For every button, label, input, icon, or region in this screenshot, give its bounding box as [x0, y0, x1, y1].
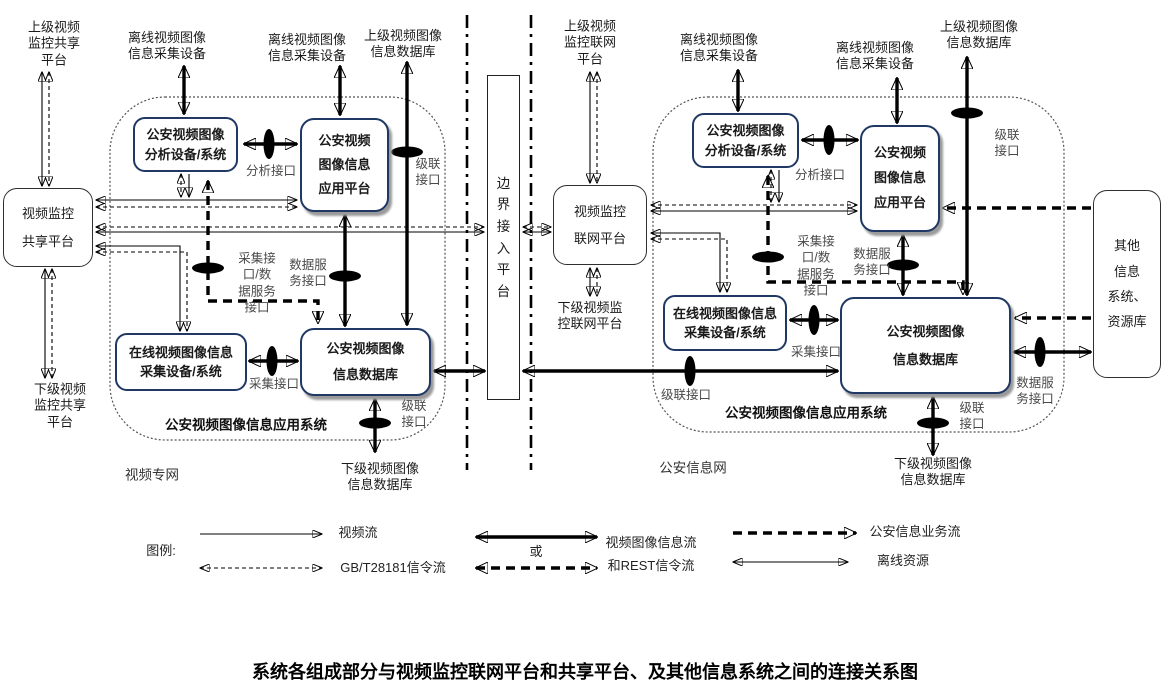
label-middle-cascade-interface: 级联接口 — [660, 387, 712, 402]
label-right-collect-interface: 采集接口 — [790, 344, 842, 359]
legend-lines — [200, 533, 856, 568]
label-left-superior-database: 上级视频图像 信息数据库 — [363, 27, 443, 59]
label-right-collect-data-interface: 采集接 口/数 据服务 接口 — [797, 234, 835, 298]
label-right-subordinate-database: 下级视频图像 信息数据库 — [893, 455, 973, 487]
box-left-image-database: 公安视频图像 信息数据库 — [300, 328, 431, 396]
box-other-information-systems: 其他 信息 系统、 资源库 — [1093, 190, 1161, 378]
label-superior-network-platform: 上级视频 监控联网 平台 — [563, 18, 617, 67]
box-boundary-access-platform: 边 界 接 入 平 台 — [487, 75, 520, 400]
box-right-analysis-system: 公安视频图像 分析设备/系统 — [692, 113, 799, 168]
box-video-share-platform: 视频监控 共享平台 — [3, 188, 93, 267]
label-video-private-network: 视频专网 — [125, 467, 179, 483]
legend-info-stream-line2: 和REST信令流 — [607, 557, 695, 573]
box-left-application-platform: 公安视频 图像信息 应用平台 — [300, 118, 389, 212]
box-left-analysis-system: 公安视频图像 分析设备/系统 — [133, 117, 238, 172]
label-left-application-system: 公安视频图像信息应用系统 — [165, 417, 327, 433]
legend-video-stream: 视频流 — [338, 524, 378, 540]
diagram-caption: 系统各组成部分与视频监控联网平台和共享平台、及其他信息系统之间的连接关系图 — [252, 662, 918, 682]
label-left-cascade-interface-bottom: 级联 接口 — [401, 398, 427, 429]
label-subordinate-share-platform: 下级视频 监控共享 平台 — [33, 381, 87, 430]
box-video-network-platform: 视频监控 联网平台 — [553, 185, 647, 265]
legend-police-business-stream: 公安信息业务流 — [869, 523, 961, 539]
label-right-offline-device-1: 离线视频图像 信息采集设备 — [679, 31, 759, 63]
system-containers — [109, 96, 1065, 441]
boundary-lines — [465, 15, 838, 470]
legend-info-stream-line1: 视频图像信息流 — [605, 534, 697, 550]
label-subordinate-network-platform: 下级视频监 控联网平台 — [557, 299, 623, 331]
legend-offline-resource: 离线资源 — [876, 552, 930, 568]
label-left-analysis-interface: 分析接口 — [245, 163, 297, 178]
label-right-data-service-interface: 数据服 务接口 — [853, 246, 891, 277]
label-superior-share-platform: 上级视频 监控共享 平台 — [27, 19, 81, 68]
label-left-collect-interface: 采集接口 — [248, 376, 300, 391]
legend-gbt28181-stream: GB/T28181信令流 — [340, 559, 446, 575]
legend-or: 或 — [529, 543, 543, 559]
left-network-lines — [42, 62, 485, 452]
label-external-data-service-interface: 数据服 务接口 — [1016, 375, 1054, 406]
label-left-offline-device-1: 离线视频图像 信息采集设备 — [127, 29, 207, 61]
label-left-offline-device-2: 离线视频图像 信息采集设备 — [267, 31, 347, 63]
label-left-collect-data-interface: 采集接 口/数 据服务 接口 — [238, 251, 276, 315]
label-left-subordinate-database: 下级视频图像 信息数据库 — [340, 460, 420, 492]
box-right-online-collection: 在线视频图像信息 采集设备/系统 — [663, 295, 787, 351]
label-right-offline-device-2: 离线视频图像 信息采集设备 — [835, 39, 915, 71]
label-right-superior-database: 上级视频图像 信息数据库 — [939, 18, 1019, 50]
label-right-cascade-interface-bottom: 级联 接口 — [959, 400, 985, 431]
label-right-cascade-interface-top: 级联 接口 — [994, 127, 1020, 158]
label-right-application-system: 公安视频图像信息应用系统 — [725, 405, 887, 421]
label-left-cascade-interface-top: 级联 接口 — [415, 156, 441, 187]
right-network-lines — [651, 57, 1091, 455]
legend-title: 图例: — [146, 542, 176, 558]
box-right-application-platform: 公安视频 图像信息 应用平台 — [860, 125, 940, 232]
box-right-image-database: 公安视频图像 信息数据库 — [840, 297, 1011, 394]
label-left-data-service-interface: 数据服 务接口 — [289, 257, 327, 288]
label-police-information-network: 公安信息网 — [659, 460, 727, 476]
box-left-online-collection: 在线视频图像信息 采集设备/系统 — [115, 333, 247, 391]
label-right-analysis-interface: 分析接口 — [794, 167, 846, 182]
